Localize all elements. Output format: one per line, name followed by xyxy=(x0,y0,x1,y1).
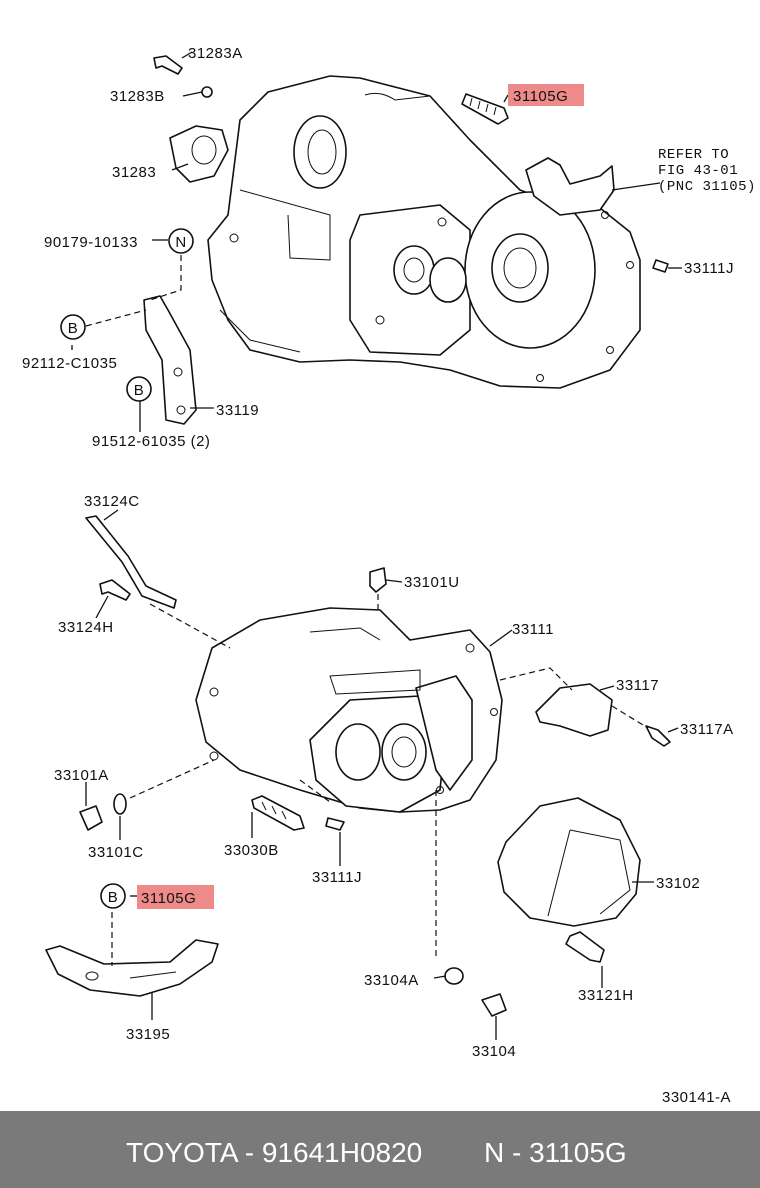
drain-plug-33101A xyxy=(79,805,103,831)
plug-33101U xyxy=(369,567,387,593)
highlight-31105G-top xyxy=(508,84,584,106)
bolt-33117A xyxy=(645,725,671,747)
refer-note-line1: REFER TO xyxy=(658,147,729,163)
highlight-31105G-bottom xyxy=(137,885,214,909)
footer-pnc: N - 31105G xyxy=(484,1137,627,1168)
refer-note-line2: FIG 43-01 xyxy=(658,163,738,179)
plug-33104 xyxy=(481,993,507,1017)
gasket-33104A xyxy=(444,967,464,985)
bracket-refer xyxy=(525,157,615,216)
callout-33030B: 33030B xyxy=(224,842,279,859)
marker-B-31105G: B xyxy=(100,883,126,909)
cover-31283 xyxy=(169,125,229,183)
pin-33111J-bottom xyxy=(325,817,345,831)
callout-31105G-top: 31105G xyxy=(513,88,568,105)
callout-92112-C1035: 92112-C1035 xyxy=(22,355,117,372)
figure-code: 330141-A xyxy=(662,1089,731,1106)
guard-33195 xyxy=(45,939,219,997)
refer-note-line3: (PNC 31105) xyxy=(658,179,756,195)
svg-text:B: B xyxy=(68,320,79,337)
callout-33121H: 33121H xyxy=(578,987,634,1004)
callout-33104A: 33104A xyxy=(364,972,419,989)
callout-33111J-bottom: 33111J xyxy=(312,869,362,886)
bracket-33119 xyxy=(143,295,197,425)
gasket-33101C xyxy=(113,793,127,815)
svg-text:B: B xyxy=(108,889,119,906)
callout-33117A: 33117A xyxy=(680,721,734,738)
svg-text:B: B xyxy=(134,382,145,399)
callout-33111: 33111 xyxy=(512,621,554,638)
callout-33119: 33119 xyxy=(216,402,259,419)
bolt-31283A xyxy=(153,55,183,75)
bracket-33117 xyxy=(535,683,613,737)
callout-31283: 31283 xyxy=(112,164,156,181)
callout-90179-10133: 90179-10133 xyxy=(44,234,138,251)
callout-33104: 33104 xyxy=(472,1043,516,1060)
bolt-33121H xyxy=(565,931,605,963)
bolt-31105G-top xyxy=(461,93,509,125)
callout-33111J-top: 33111J xyxy=(684,260,734,277)
callout-33101A: 33101A xyxy=(54,767,109,784)
callout-31283B: 31283B xyxy=(110,88,165,105)
callout-33117: 33117 xyxy=(616,677,659,694)
marker-B-92112: B xyxy=(60,314,86,340)
callout-31283A: 31283A xyxy=(188,45,243,62)
shift-lever-33124C xyxy=(85,515,177,609)
cover-33102 xyxy=(497,797,641,927)
footer-brand-part-number: TOYOTA - 91641H0820 xyxy=(126,1137,423,1168)
svg-text:N: N xyxy=(175,234,186,251)
exploded-parts-diagram: N B B B 31283A 31283B 31283 31105G REFER… xyxy=(22,45,756,1106)
pin-31283B xyxy=(201,86,213,98)
callout-33124H: 33124H xyxy=(58,619,114,636)
callout-33101U: 33101U xyxy=(404,574,460,591)
marker-B-91512: B xyxy=(126,376,152,402)
pin-33111J-top xyxy=(652,259,669,273)
callout-33195: 33195 xyxy=(126,1026,170,1043)
callout-91512-61035: 91512-61035 (2) xyxy=(92,433,210,450)
callout-33102: 33102 xyxy=(656,875,700,892)
marker-N: N xyxy=(168,228,194,254)
transaxle-case-bottom xyxy=(195,607,503,813)
callout-33124C: 33124C xyxy=(84,493,140,510)
callout-33101C: 33101C xyxy=(88,844,144,861)
transmission-case-top xyxy=(207,75,641,389)
callout-31105G-bottom: 31105G xyxy=(141,890,196,907)
footer-bar: TOYOTA - 91641H0820 N - 31105G xyxy=(0,1111,760,1188)
bolt-33124H xyxy=(99,579,131,601)
bolt-33030B xyxy=(251,795,305,831)
